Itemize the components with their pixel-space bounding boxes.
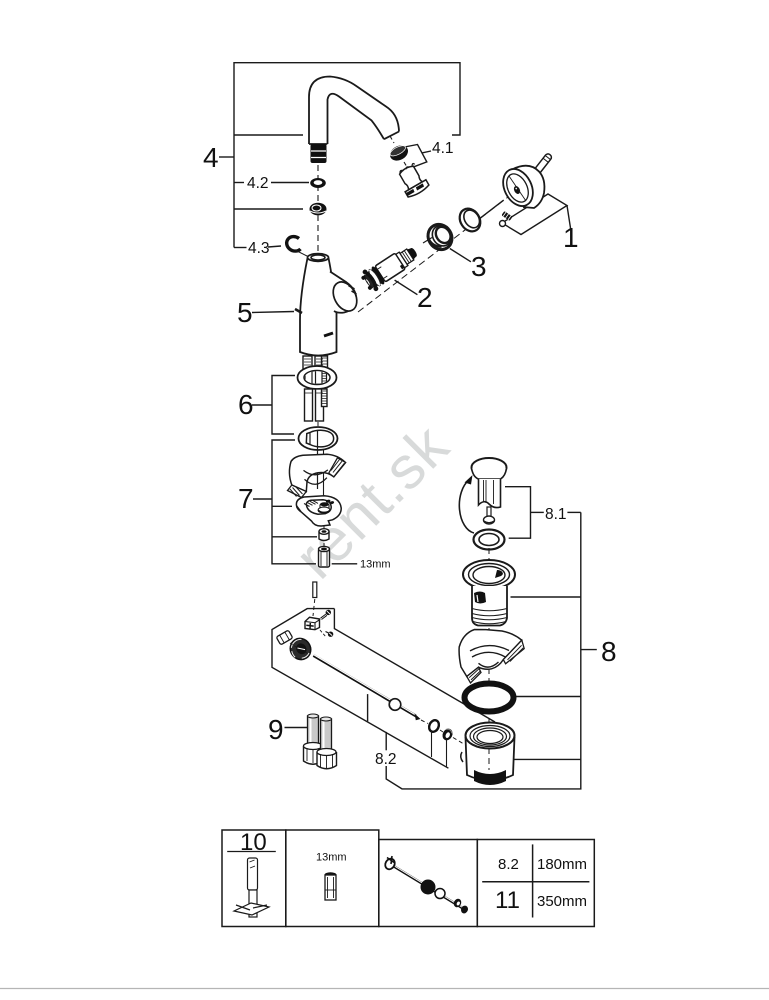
svg-text:350mm: 350mm — [537, 893, 587, 910]
svg-text:5: 5 — [237, 297, 253, 328]
svg-text:11: 11 — [495, 887, 520, 914]
svg-text:8: 8 — [601, 636, 617, 667]
svg-text:8.1: 8.1 — [545, 506, 567, 523]
svg-text:4.3: 4.3 — [248, 240, 270, 257]
svg-text:8.2: 8.2 — [498, 856, 519, 873]
svg-text:6: 6 — [238, 389, 254, 420]
svg-text:9: 9 — [268, 714, 284, 745]
svg-text:7: 7 — [238, 483, 254, 514]
svg-text:2: 2 — [417, 282, 433, 313]
svg-text:180mm: 180mm — [537, 856, 587, 873]
svg-text:4: 4 — [203, 142, 219, 173]
svg-text:4.1: 4.1 — [432, 140, 454, 157]
svg-text:1: 1 — [563, 222, 579, 253]
svg-text:3: 3 — [471, 251, 487, 282]
svg-text:8.2: 8.2 — [375, 751, 397, 768]
svg-text:13mm: 13mm — [360, 559, 391, 571]
svg-text:4.2: 4.2 — [247, 175, 269, 192]
svg-text:13mm: 13mm — [316, 852, 347, 864]
